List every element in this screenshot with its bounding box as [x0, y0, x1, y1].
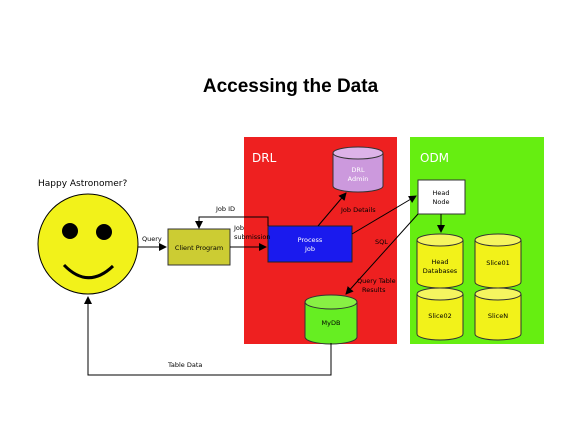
process-job-label-line1: Process	[298, 236, 323, 244]
slide-title: Accessing the Data	[202, 76, 379, 97]
drl-admin-label-line2: Admin	[348, 175, 369, 183]
slice01-label: Slice01	[486, 259, 510, 267]
client-program-label: Client Program	[175, 244, 223, 252]
job-details-arrow	[317, 192, 347, 227]
drl-admin-label-line1: DRL	[351, 166, 365, 174]
slice01-database-icon	[474, 233, 522, 289]
sql-arrow	[351, 195, 417, 235]
odm-region-label: ODM	[420, 151, 449, 165]
process-job-label-line2: Job	[304, 245, 315, 253]
head-databases-label-line2: Databases	[423, 267, 458, 275]
job-details-label: Job Details	[340, 206, 376, 214]
query-table-results-label-line2: Results	[362, 286, 386, 294]
head-node-label-line1: Head	[433, 189, 450, 197]
slicen-database-icon	[474, 287, 522, 341]
slice02-database-icon	[416, 287, 464, 341]
drl-region-label: DRL	[252, 151, 277, 165]
query-table-results-arrow	[345, 213, 419, 295]
query-table-results-label-line1: Query Table	[357, 277, 396, 285]
smiley-face-icon	[37, 193, 139, 295]
process-job-box	[267, 225, 353, 263]
job-id-arrow	[195, 216, 269, 229]
head-databases-icon	[416, 233, 464, 289]
head-node-box	[417, 179, 466, 215]
table-data-arrow	[84, 296, 332, 376]
job-id-label: Job ID	[215, 205, 235, 213]
head-node-label-line2: Node	[433, 198, 450, 206]
sql-label: SQL	[375, 238, 388, 246]
astronomer-label: Happy Astronomer?	[38, 179, 127, 189]
job-submission-label-line2: submission	[234, 233, 270, 241]
job-submission-label-line1: Job	[233, 224, 244, 232]
drl-admin-database-icon	[332, 146, 384, 193]
table-data-label: Table Data	[167, 361, 202, 369]
slicen-label: SliceN	[488, 312, 508, 320]
query-label: Query	[142, 235, 162, 243]
slice02-label: Slice02	[428, 312, 452, 320]
client-program-box	[167, 228, 231, 266]
head-databases-label-line1: Head	[432, 258, 449, 266]
mydb-label: MyDB	[322, 319, 341, 327]
